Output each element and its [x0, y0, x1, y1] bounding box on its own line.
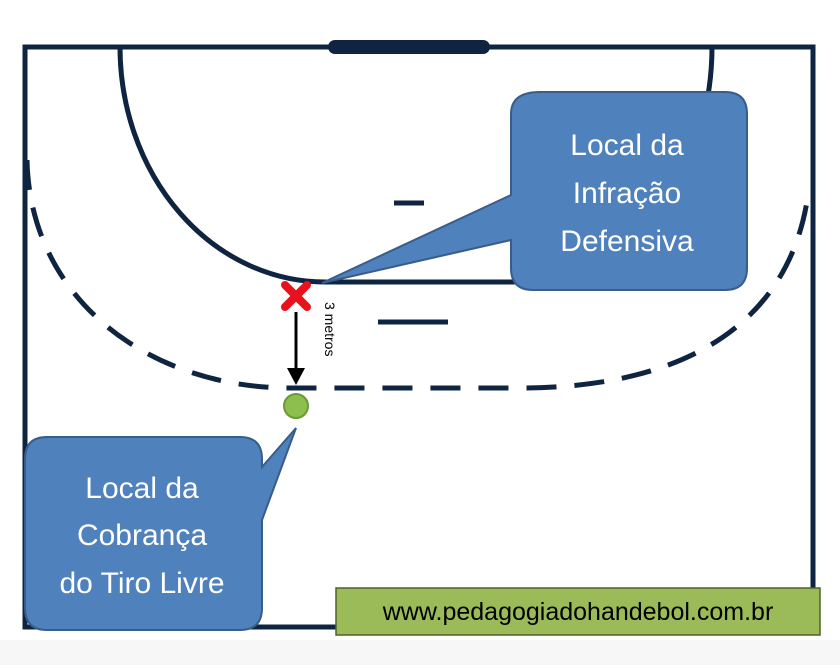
callout-free-throw: [24, 427, 297, 631]
arrow-down-icon: [287, 312, 305, 385]
website-text: www.pedagogiadohandebol.com.br: [382, 598, 774, 626]
background-strip: [0, 640, 840, 665]
callout-free-throw-line-1: Local da: [85, 472, 199, 505]
x-mark-icon: [281, 281, 311, 311]
free-throw-line: [24, 159, 811, 391]
callout-free-throw-line-3: do Tiro Livre: [59, 567, 224, 600]
callout-infraction: [321, 91, 748, 291]
callout-free-throw-line-2: Cobrança: [77, 519, 207, 552]
callout-infraction-line-2: Infração: [573, 177, 681, 210]
callout-infraction-line-1: Local da: [570, 129, 684, 162]
website-box: [335, 587, 821, 636]
distance-label: 3 metros: [322, 302, 338, 356]
circle-ball-icon: [283, 393, 309, 419]
callout-infraction-line-3: Defensiva: [560, 225, 694, 258]
